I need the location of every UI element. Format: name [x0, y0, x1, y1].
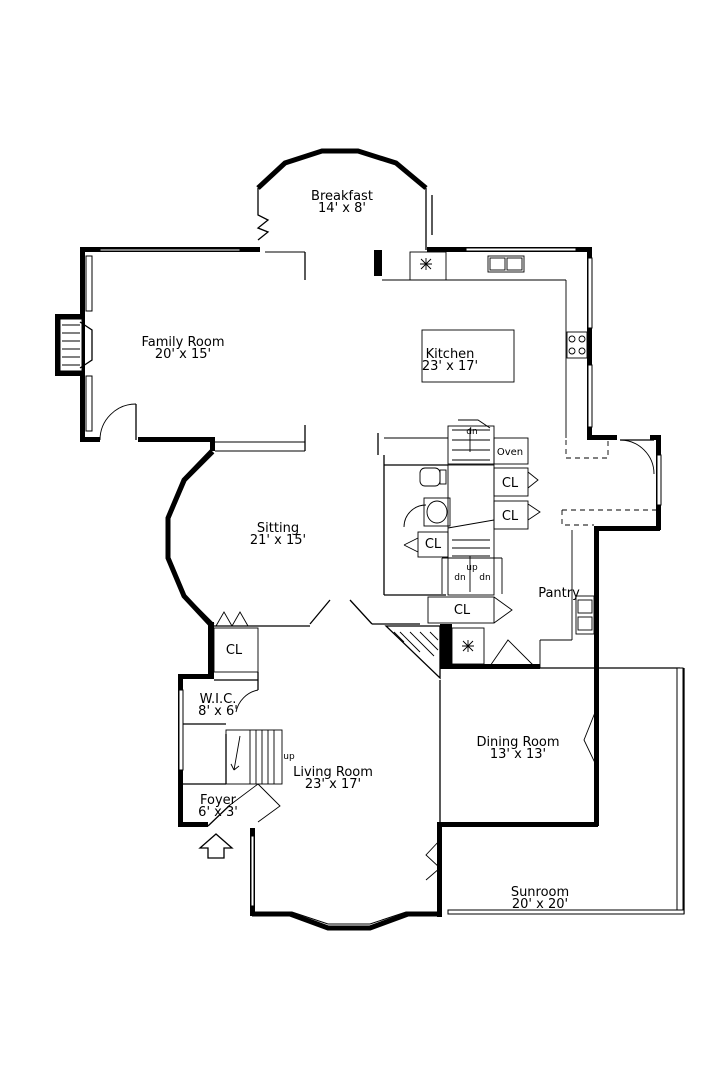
- label-stair-up: up: [466, 563, 478, 573]
- label-foyer-size: 6' x 3': [198, 805, 238, 820]
- label-breakfast-name: Breakfast: [311, 189, 373, 204]
- living-room-walls: [250, 624, 535, 931]
- label-stair-dn-left: dn: [454, 573, 465, 583]
- label-sitting-name: Sitting: [257, 521, 299, 536]
- label-living-name: Living Room: [293, 765, 373, 780]
- label-sunroom-name: Sunroom: [511, 885, 569, 900]
- label-wic-size: 8' x 6': [198, 704, 238, 719]
- dining-walls: [440, 526, 685, 915]
- label-wic-name: W.I.C.: [200, 692, 237, 707]
- central-core: [377, 419, 541, 624]
- label-living-stair-up: up: [283, 752, 295, 762]
- label-dining-size: 13' x 13': [490, 747, 546, 762]
- label-breakfast-size: 14' x 8': [318, 201, 366, 216]
- label-cl-1: CL: [502, 476, 519, 491]
- label-foyer-name: Foyer: [200, 793, 237, 808]
- label-cl-4: CL: [454, 603, 471, 618]
- breakfast-bay: [256, 148, 433, 250]
- label-stair-dn-right: dn: [479, 573, 490, 583]
- label-sunroom-size: 20' x 20': [512, 897, 568, 912]
- kitchen-walls: [374, 247, 662, 531]
- label-family-name: Family Room: [142, 335, 225, 350]
- label-oven: Oven: [497, 447, 523, 458]
- label-kitchen-size: 23' x 17': [422, 359, 478, 374]
- label-stair-dn-top: dn: [466, 427, 477, 437]
- label-cl-3: CL: [425, 537, 442, 552]
- label-cl-2: CL: [502, 509, 519, 524]
- label-dining-name: Dining Room: [476, 735, 559, 750]
- label-kitchen-name: Kitchen: [426, 347, 475, 362]
- family-room-walls: [55, 247, 306, 452]
- label-living-size: 23' x 17': [305, 777, 361, 792]
- room-labels: Breakfast 14' x 8' Family Room 20' x 15'…: [142, 189, 581, 912]
- label-sitting-size: 21' x 15': [250, 533, 306, 548]
- label-pantry: Pantry: [538, 586, 580, 601]
- label-family-size: 20' x 15': [155, 347, 211, 362]
- sitting-bay: [165, 449, 420, 628]
- left-rooms: [178, 622, 283, 859]
- label-cl-5: CL: [226, 643, 243, 658]
